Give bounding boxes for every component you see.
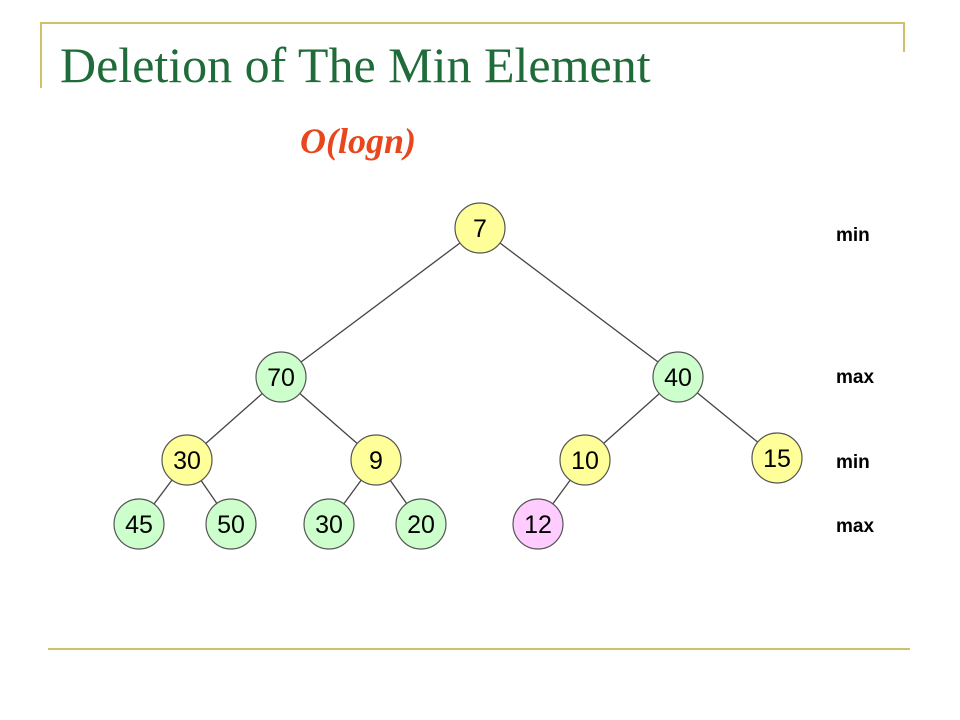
left-rule <box>40 22 42 88</box>
tree-node-n40: 40 <box>652 351 704 403</box>
edge-n30a-n45 <box>153 479 173 505</box>
node-value: 30 <box>173 447 201 475</box>
node-value: 12 <box>524 511 552 539</box>
node-circle <box>255 351 307 403</box>
node-circle <box>512 498 564 550</box>
node-circle <box>205 498 257 550</box>
complexity-label: O(logn) <box>300 121 416 161</box>
node-circle <box>303 498 355 550</box>
edge-n10-n12 <box>552 479 571 505</box>
node-circle <box>350 434 402 486</box>
edge-n70-n9 <box>299 392 358 445</box>
edge-n30a-n50 <box>200 480 218 504</box>
node-value: 50 <box>217 511 245 539</box>
node-value: 70 <box>267 364 295 392</box>
node-value: 10 <box>571 447 599 475</box>
tree-node-n12: 12 <box>512 498 564 550</box>
edge-n9-n20 <box>389 480 408 504</box>
right-rule <box>903 22 905 52</box>
node-value: 9 <box>369 447 383 475</box>
node-circle <box>751 432 803 484</box>
tree-node-n50: 50 <box>205 498 257 550</box>
edge-n40-n15 <box>696 392 759 443</box>
level-label-4: max <box>836 516 875 537</box>
edge-n7-n40 <box>499 242 659 363</box>
edge-n9-n30b <box>343 479 362 505</box>
tree-node-n30a: 30 <box>161 434 213 486</box>
tree-node-n15: 15 <box>751 432 803 484</box>
slide-title: Deletion of The Min Element <box>60 37 651 93</box>
tree-node-n10: 10 <box>559 434 611 486</box>
tree-node-n9: 9 <box>350 434 402 486</box>
level-label-2: max <box>836 367 875 388</box>
node-value: 7 <box>473 215 487 243</box>
bottom-rule <box>48 648 910 650</box>
node-circle <box>454 202 506 254</box>
tree-node-n20: 20 <box>395 498 447 550</box>
node-circle <box>161 434 213 486</box>
level-label-1: min <box>836 225 870 246</box>
node-value: 45 <box>125 511 153 539</box>
tree-node-n30b: 30 <box>303 498 355 550</box>
node-circle <box>652 351 704 403</box>
edge-n40-n10 <box>603 393 660 444</box>
tree-node-n45: 45 <box>113 498 165 550</box>
node-value: 30 <box>315 511 343 539</box>
node-value: 15 <box>763 445 791 473</box>
node-value: 40 <box>664 364 692 392</box>
level-label-3: min <box>836 452 870 473</box>
node-circle <box>395 498 447 550</box>
node-circle <box>559 434 611 486</box>
tree-node-n70: 70 <box>255 351 307 403</box>
tree-node-n7: 7 <box>454 202 506 254</box>
edge-n7-n70 <box>300 242 461 363</box>
tree-edges <box>153 242 759 505</box>
edge-n70-n30a <box>205 393 263 444</box>
top-rule <box>40 22 905 24</box>
node-circle <box>113 498 165 550</box>
node-value: 20 <box>407 511 435 539</box>
tree-nodes: 7 70 40 30 9 10 15 45 50 30 20 12 <box>113 202 803 550</box>
